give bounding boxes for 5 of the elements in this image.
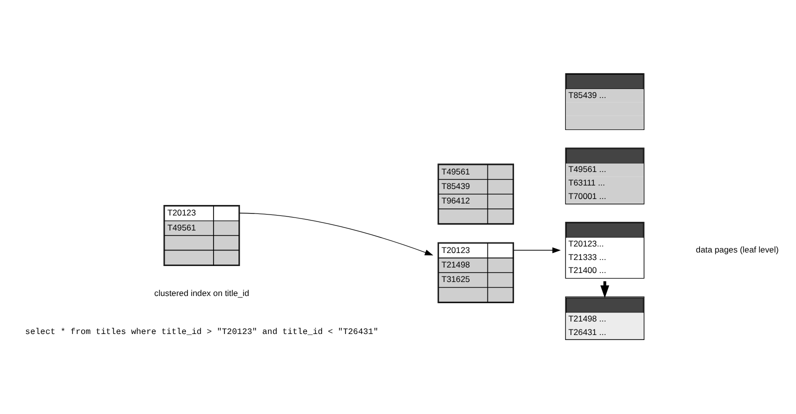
arrow [513, 246, 561, 253]
label: clustered index on title_id [154, 287, 250, 298]
label: select * from titles where title_id > "T20123" and title_id < "T26431" [25, 326, 378, 336]
label: data pages (leaf level) [696, 244, 779, 254]
arrow [239, 212, 434, 255]
